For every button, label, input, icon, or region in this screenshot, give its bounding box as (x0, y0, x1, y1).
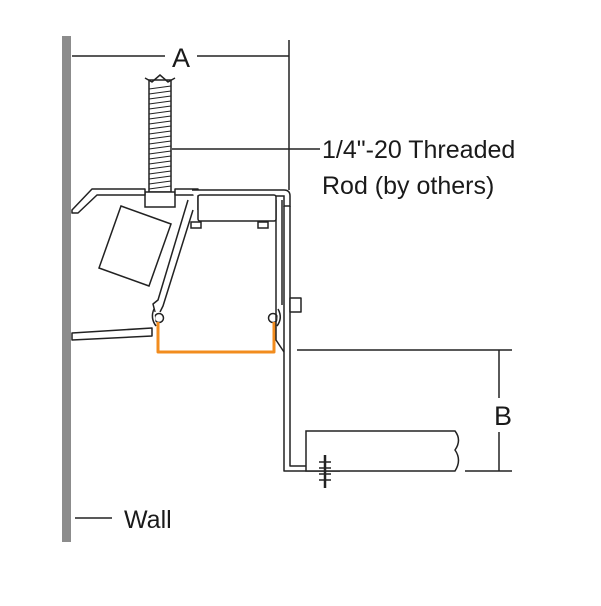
ceiling-panel (305, 430, 460, 472)
rod-thread (148, 130, 172, 135)
threaded-rod (144, 74, 176, 208)
rod-thread (148, 170, 172, 175)
angled-mounting-block (98, 205, 172, 287)
dimension-a-label: A (172, 43, 190, 73)
rod-thread (148, 155, 172, 160)
rod-thread (148, 175, 172, 180)
rod-label: 1/4"-20 Threaded (322, 136, 515, 164)
channel-clips (151, 308, 281, 327)
wall (62, 36, 71, 542)
screw (319, 455, 331, 488)
rod-thread (148, 85, 172, 90)
rod-label-line2: Rod (by others) (322, 172, 494, 200)
rod-thread (148, 100, 172, 105)
rod-nut (144, 191, 176, 208)
driver-box (197, 194, 277, 222)
rod-thread (148, 135, 172, 140)
rod-thread (148, 90, 172, 95)
rod-thread (148, 140, 172, 145)
dimension-a (72, 40, 290, 190)
rod-thread (148, 110, 172, 115)
rod-thread (148, 105, 172, 110)
rod-thread (148, 160, 172, 165)
rod-thread (148, 120, 172, 125)
top-cap (190, 189, 291, 229)
led-channel (156, 322, 276, 354)
rod-thread (148, 115, 172, 120)
dimension-b (297, 349, 512, 472)
rod-thread (148, 165, 172, 170)
rod-thread (148, 150, 172, 155)
rod-thread (148, 185, 172, 190)
wall-label: Wall (124, 506, 172, 534)
dimension-b-label: B (494, 401, 512, 431)
rod-thread (148, 145, 172, 150)
rod-thread (148, 180, 172, 185)
rod-thread (148, 125, 172, 130)
rod-thread (148, 95, 172, 100)
